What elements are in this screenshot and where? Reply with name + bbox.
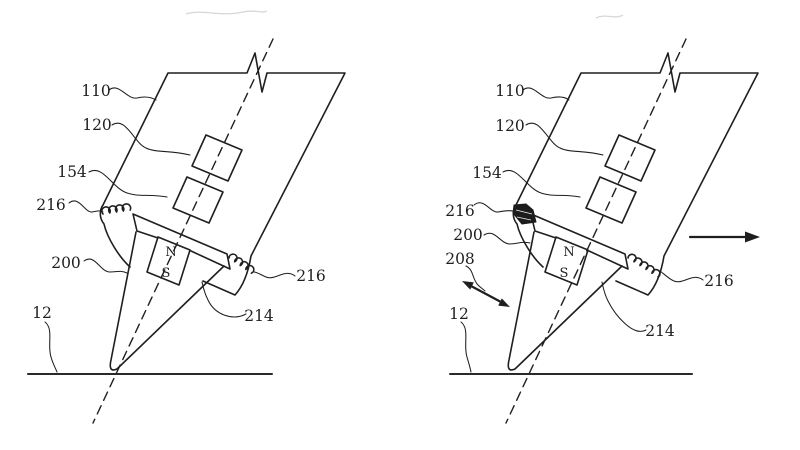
figure-right: 110 120 154 216 200 208 12 214 216 N S bbox=[445, 38, 760, 424]
ref-label-216-left: 216 bbox=[36, 196, 66, 214]
scan-artifact bbox=[595, 14, 624, 19]
leader-line-208 bbox=[465, 265, 486, 292]
ref-label-200: 200 bbox=[453, 226, 483, 244]
tip-assembly bbox=[109, 213, 231, 371]
leader-line-216-left bbox=[473, 202, 514, 213]
ref-label-208: 208 bbox=[445, 250, 475, 268]
magnet-north-label: N bbox=[563, 245, 574, 260]
leader-line-214 bbox=[201, 281, 247, 318]
ref-label-12: 12 bbox=[449, 305, 469, 323]
ref-label-214: 214 bbox=[645, 322, 675, 340]
leader-line-154 bbox=[502, 169, 581, 198]
magnet-north-label: N bbox=[165, 245, 176, 260]
leader-line-216-right bbox=[253, 271, 296, 279]
figure-left: 110 120 154 216 200 12 214 216 N S bbox=[27, 38, 346, 424]
compressed-spring-texture bbox=[515, 209, 533, 221]
leader-line-154 bbox=[88, 169, 168, 198]
ref-label-154: 154 bbox=[472, 164, 502, 182]
scan-artifact bbox=[185, 10, 268, 15]
leader-line-110 bbox=[108, 87, 157, 101]
ref-label-214: 214 bbox=[244, 307, 274, 325]
lateral-motion-arrow bbox=[469, 284, 503, 304]
leader-line-216-left bbox=[68, 200, 104, 213]
ref-label-120: 120 bbox=[495, 117, 525, 135]
ref-label-120: 120 bbox=[82, 116, 112, 134]
magnet-south-label: S bbox=[560, 266, 569, 281]
spring-coil-right bbox=[627, 253, 661, 278]
leader-line-120 bbox=[525, 122, 604, 156]
ref-label-216-right: 216 bbox=[704, 272, 734, 290]
leader-line-216-right bbox=[659, 270, 704, 283]
spring-coil-right bbox=[228, 253, 255, 274]
compressed-spring-left bbox=[512, 203, 537, 225]
ref-label-216-left: 216 bbox=[445, 202, 475, 220]
leader-line-12 bbox=[460, 321, 472, 373]
ref-label-110: 110 bbox=[81, 82, 111, 100]
ref-label-110: 110 bbox=[495, 82, 525, 100]
leader-line-12 bbox=[44, 321, 58, 373]
motion-arrowhead bbox=[745, 231, 760, 243]
leader-line-110 bbox=[522, 87, 570, 101]
lateral-arrowhead-right bbox=[498, 298, 510, 307]
ref-label-200: 200 bbox=[51, 254, 81, 272]
spring-coil-left bbox=[101, 203, 132, 215]
ref-label-216-right: 216 bbox=[296, 267, 326, 285]
lateral-arrowhead-left bbox=[462, 281, 474, 290]
leader-line-200 bbox=[483, 232, 531, 245]
leader-line-214 bbox=[601, 281, 647, 332]
ref-label-154: 154 bbox=[57, 163, 87, 181]
magnet-south-label: S bbox=[162, 266, 171, 281]
ref-label-12: 12 bbox=[32, 304, 52, 322]
leader-line-120 bbox=[111, 122, 191, 156]
leader-line-200 bbox=[83, 258, 128, 274]
